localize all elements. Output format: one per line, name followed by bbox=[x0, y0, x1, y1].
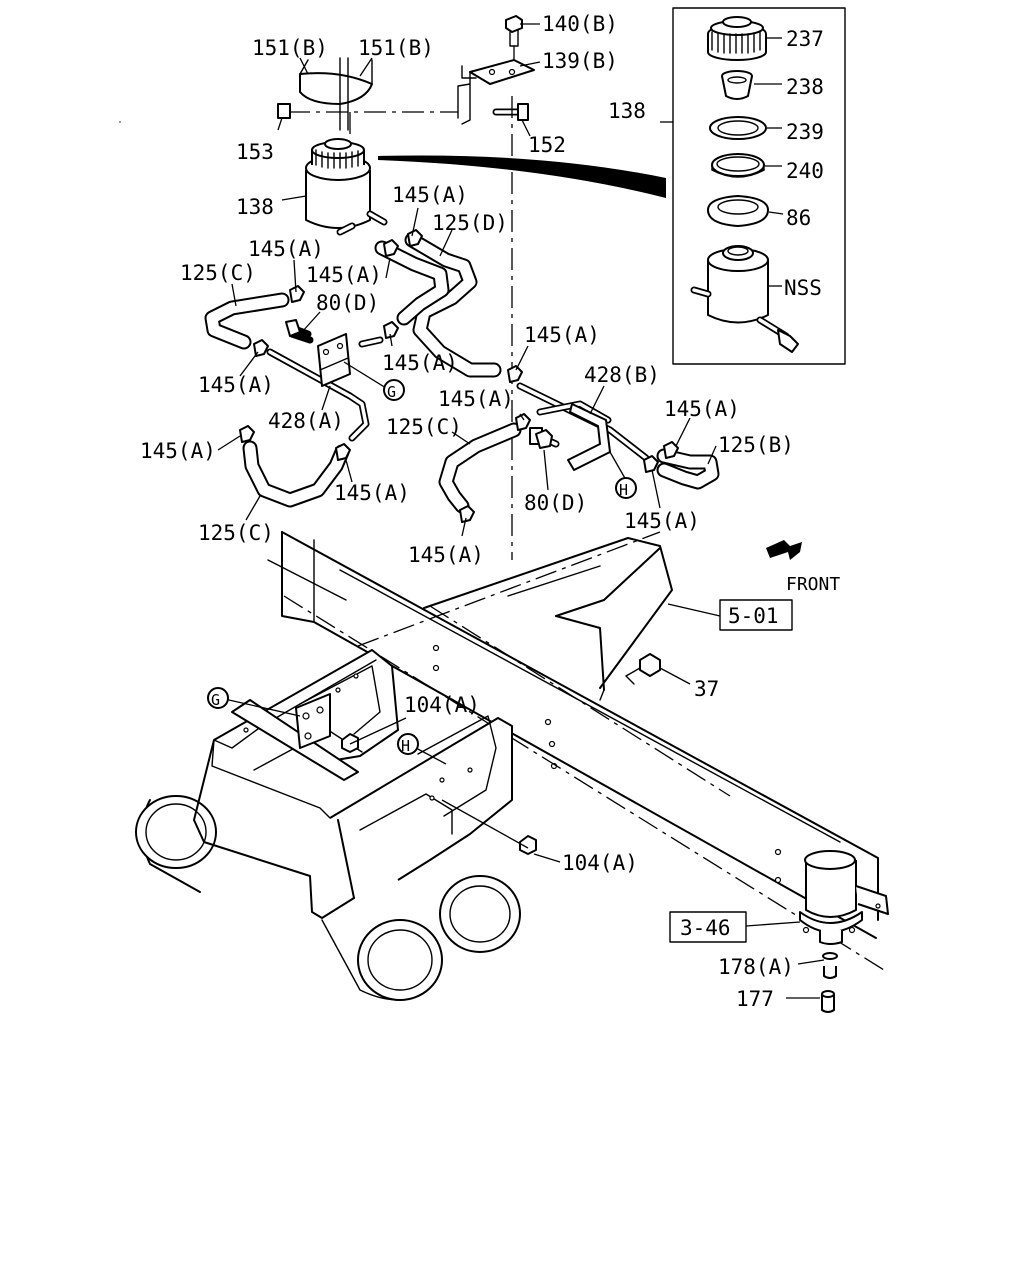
seal-ring-240 bbox=[711, 153, 765, 178]
callout-151b-right: 151(B) bbox=[358, 36, 434, 60]
hose-pipe-routing bbox=[204, 232, 720, 514]
callout-145a-6: 145(A) bbox=[524, 323, 600, 347]
battery-frame-assembly bbox=[135, 649, 561, 1001]
ref-box-3-46: 3-46 bbox=[669, 911, 747, 943]
callout-138-reservoir: 138 bbox=[236, 195, 274, 219]
callout-145a-12: 145(A) bbox=[408, 543, 484, 567]
callout-145a-1: 145(A) bbox=[392, 183, 468, 207]
callout-104a-2: 104(A) bbox=[562, 851, 638, 875]
callout-178a: 178(A) bbox=[718, 955, 794, 979]
callout-428b: 428(B) bbox=[584, 363, 660, 387]
marker-g-upper: G bbox=[383, 379, 405, 401]
svg-text:3-46: 3-46 bbox=[680, 916, 731, 940]
callout-145a-5: 145(A) bbox=[198, 373, 274, 397]
callout-145a-9: 145(A) bbox=[664, 397, 740, 421]
svg-text:G: G bbox=[387, 383, 396, 401]
marker-g-lower: G bbox=[207, 687, 229, 709]
detail-pointer-wedge bbox=[378, 155, 666, 198]
svg-text:H: H bbox=[401, 737, 410, 755]
callout-145a-8: 145(A) bbox=[140, 439, 216, 463]
svg-text:5-01: 5-01 bbox=[728, 604, 779, 628]
callout-237: 237 bbox=[786, 27, 824, 51]
callout-80d-2: 80(D) bbox=[524, 491, 587, 515]
clip-bracket-g bbox=[285, 319, 387, 389]
callout-145a-3: 145(A) bbox=[306, 263, 382, 287]
svg-text:G: G bbox=[211, 691, 220, 709]
callout-145a-11: 145(A) bbox=[624, 509, 700, 533]
bolt-37 bbox=[625, 653, 691, 685]
marker-h-lower: H bbox=[397, 733, 419, 755]
callout-125b: 125(B) bbox=[718, 433, 794, 457]
air-dryer bbox=[745, 850, 889, 1013]
callout-104a-1: 104(A) bbox=[404, 693, 480, 717]
upper-leader-lines bbox=[217, 23, 717, 537]
gasket-86 bbox=[707, 195, 769, 227]
callout-177: 177 bbox=[736, 987, 774, 1011]
callout-125c-3: 125(C) bbox=[198, 521, 274, 545]
callout-153: 153 bbox=[236, 140, 274, 164]
ref-box-5-01: 5-01 bbox=[719, 599, 793, 631]
callout-125d: 125(D) bbox=[432, 211, 508, 235]
reservoir-filter bbox=[721, 70, 753, 100]
callout-86: 86 bbox=[786, 206, 811, 230]
callout-139b: 139(B) bbox=[542, 49, 618, 73]
front-arrow bbox=[766, 540, 802, 560]
reservoir-assembly bbox=[119, 15, 535, 236]
bolt-80d-lower bbox=[535, 429, 553, 449]
callout-nss: NSS bbox=[784, 276, 822, 300]
callout-240: 240 bbox=[786, 159, 824, 183]
callout-140b: 140(B) bbox=[542, 12, 618, 36]
exploded-view-box: 237 238 239 240 86 NSS 138 bbox=[608, 7, 846, 365]
callout-239: 239 bbox=[786, 120, 824, 144]
callout-145a-4: 145(A) bbox=[382, 351, 458, 375]
callout-138-box: 138 bbox=[608, 99, 646, 123]
ref-5-01-leader bbox=[667, 603, 721, 617]
callout-145a-7: 145(A) bbox=[438, 387, 514, 411]
callout-152: 152 bbox=[528, 133, 566, 157]
callout-80d-1: 80(D) bbox=[316, 291, 379, 315]
callout-151b-left: 151(B) bbox=[252, 36, 328, 60]
callout-labels: 140(B) 151(B) 151(B) 139(B) 153 152 138 … bbox=[140, 12, 840, 1011]
callout-125c-2: 125(C) bbox=[386, 415, 462, 439]
callout-428a: 428(A) bbox=[268, 409, 344, 433]
callout-145a-10: 145(A) bbox=[334, 481, 410, 505]
marker-h-upper: H bbox=[615, 477, 637, 499]
callout-front: FRONT bbox=[786, 574, 840, 595]
svg-text:H: H bbox=[619, 481, 628, 499]
callout-37: 37 bbox=[694, 677, 719, 701]
callout-238: 238 bbox=[786, 75, 824, 99]
reservoir-cap bbox=[707, 16, 767, 61]
callout-125c-1: 125(C) bbox=[180, 261, 256, 285]
seal-ring-239 bbox=[709, 116, 767, 140]
callout-145a-2: 145(A) bbox=[248, 237, 324, 261]
hose-clamps bbox=[239, 229, 679, 523]
reservoir-body-nss bbox=[690, 245, 799, 353]
